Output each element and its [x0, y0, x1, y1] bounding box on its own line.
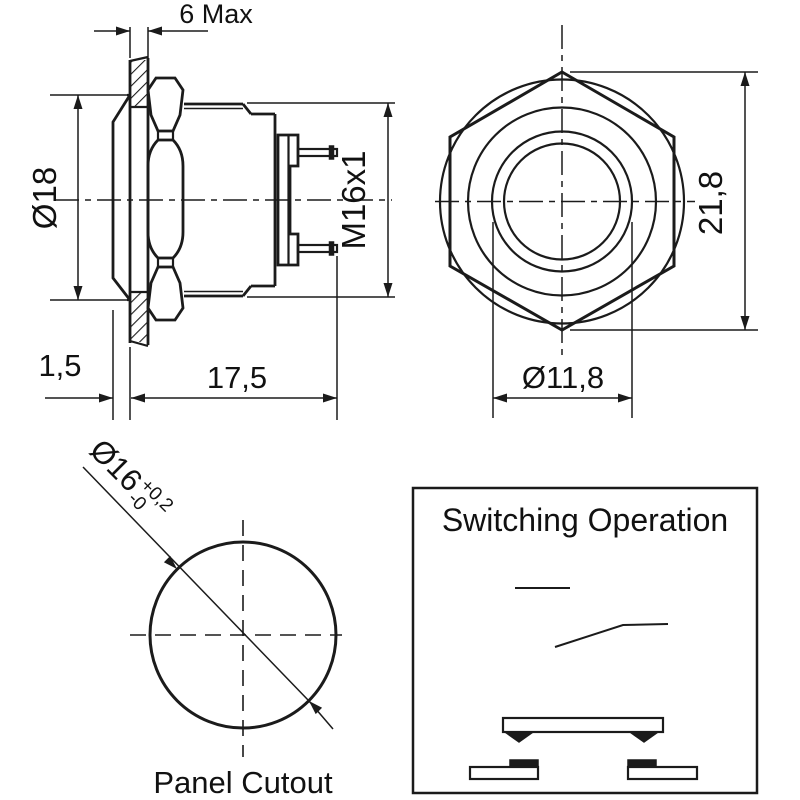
switch-contact-schematic [468, 587, 699, 781]
dimension-flange-diameter: Ø18 [26, 94, 128, 301]
across-corners-label: 21,8 [692, 171, 729, 235]
dimension-panel-thickness: 6 Max [94, 0, 253, 58]
panel-thickness-label: 6 Max [179, 0, 253, 29]
dimension-cutout-diameter: Ø16+0,2-0 [82, 432, 334, 730]
dimension-actuator-diameter: Ø11,8 [492, 222, 633, 418]
actuator-diameter-label: Ø11,8 [522, 360, 604, 395]
thread-label: M16x1 [335, 150, 372, 249]
dimension-body-depth: 17,5 [131, 256, 338, 420]
moving-contact-line [554, 623, 669, 648]
contact-tip-left [502, 731, 536, 743]
switching-operation-title: Switching Operation [442, 502, 728, 538]
panel-cutout-caption: Panel Cutout [153, 765, 333, 800]
body-depth-label: 17,5 [207, 360, 267, 395]
knurled-nut [146, 76, 185, 322]
solder-pin-bottom [296, 241, 339, 256]
terminal-right [626, 759, 699, 781]
panel-cutout-view: Ø16+0,2-0 Panel Cutout [82, 432, 342, 800]
mounting-panel-section [128, 55, 150, 348]
dimension-bezel-height: 1,5 [38, 310, 131, 420]
contact-bridge-bar [501, 716, 665, 734]
dimension-thread: M16x1 [247, 102, 395, 298]
switching-operation-box: Switching Operation [411, 486, 759, 795]
bezel-height-label: 1,5 [38, 348, 81, 383]
solder-pin-top [296, 145, 339, 160]
threaded-barrel [184, 102, 253, 298]
flange-diameter-label: Ø18 [26, 167, 63, 229]
contact-tip-right [627, 731, 661, 743]
dimension-across-corners: 21,8 [570, 71, 758, 331]
side-view: 6 Max Ø18 M16x1 1,5 [26, 0, 395, 420]
terminal-left [468, 759, 540, 781]
bezel-flange [111, 93, 132, 302]
front-view: 21,8 Ø11,8 [435, 25, 758, 418]
